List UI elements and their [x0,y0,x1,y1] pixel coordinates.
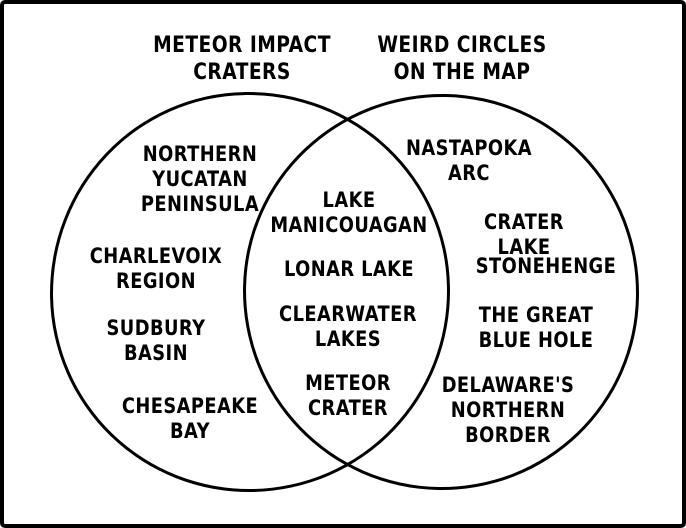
label-charlevoix-region: CHARLEVOIX REGION [89,244,223,293]
left-circle-title: METEOR IMPACT CRATERS [153,33,331,85]
label-clearwater-lakes: CLEARWATER LAKES [279,302,417,351]
label-lake-manicouagan: LAKE MANICOUAGAN [270,188,428,237]
label-meteor-crater: METEOR CRATER [305,371,391,420]
label-crater-lake: CRATER LAKE [484,210,564,259]
label-lonar-lake: LONAR LAKE [283,257,415,281]
label-sudbury-basin: SUDBURY BASIN [106,316,206,365]
label-chesapeake-bay: CHESAPEAKE BAY [121,394,259,443]
label-the-great-blue-hole: THE GREAT BLUE HOLE [478,303,594,352]
label-delawares-northern-border: DELAWARE'S NORTHERN BORDER [441,373,575,447]
right-circle-title: WEIRD CIRCLES ON THE MAP [377,33,547,85]
label-stonehenge: STONEHENGE [475,254,617,278]
label-nastapoka-arc: NASTAPOKA ARC [406,136,532,185]
label-northern-yucatan-peninsula: NORTHERN YUCATAN PENINSULA [140,142,260,216]
